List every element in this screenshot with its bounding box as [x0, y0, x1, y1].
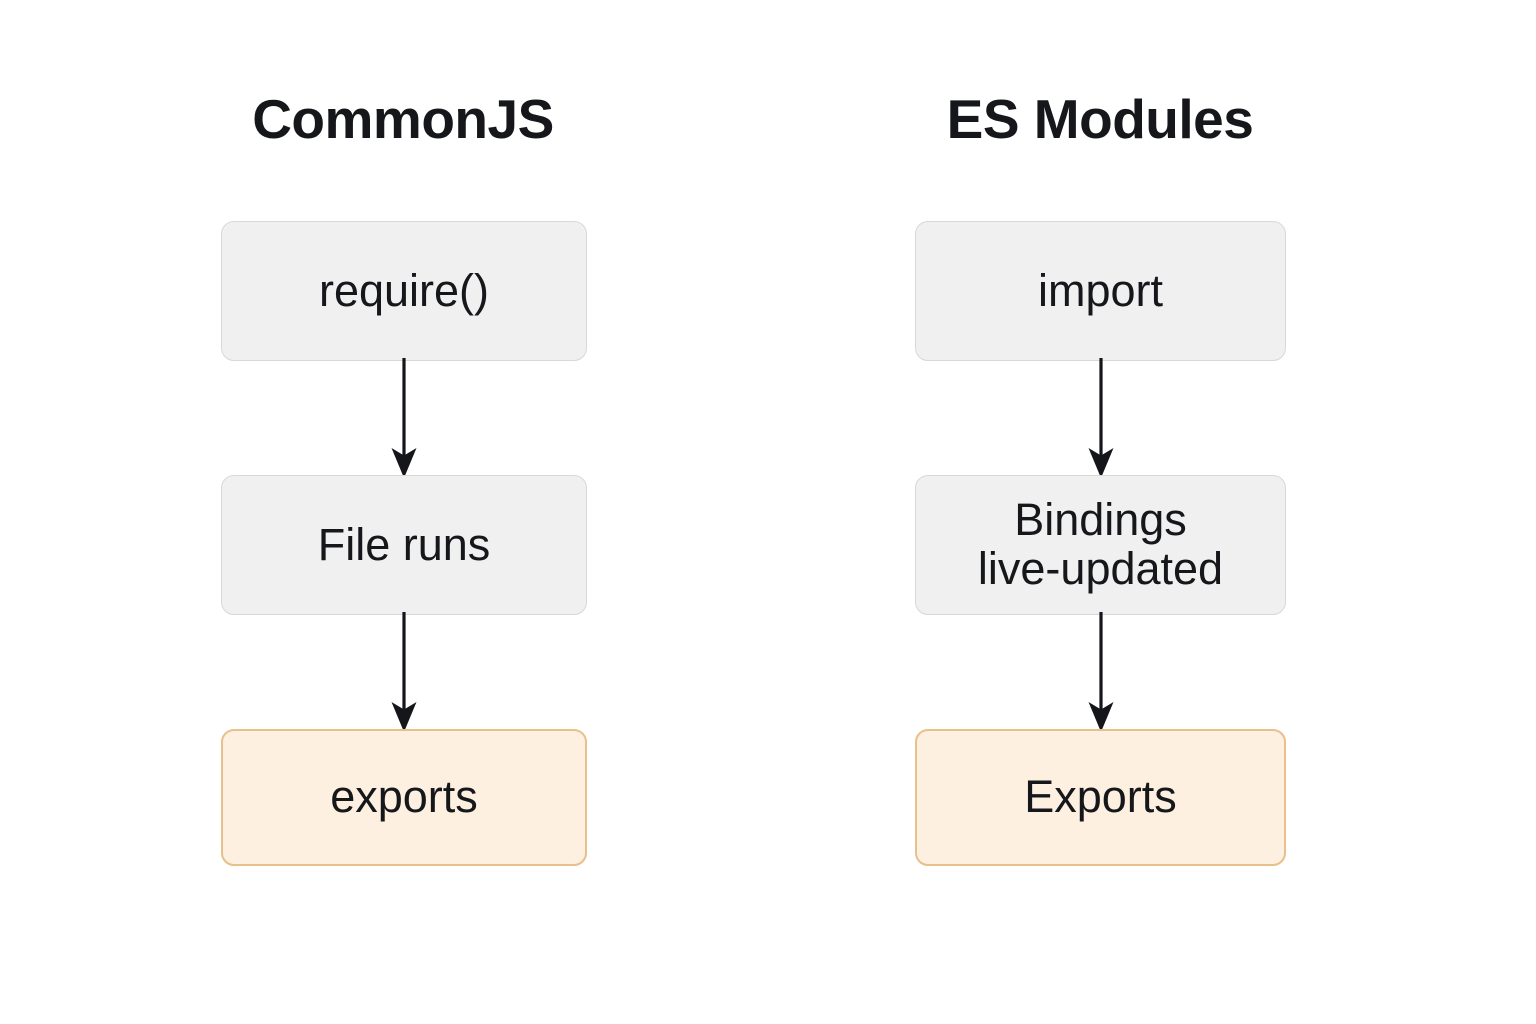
node-file-runs-label: File runs	[317, 518, 491, 570]
node-require[interactable]: require()	[221, 221, 587, 361]
arrow-require-to-file-runs	[391, 358, 417, 478]
node-bindings-live-updated-label: Bindings live-updated	[977, 494, 1224, 594]
node-exports-esmodules-label: Exports	[1024, 771, 1177, 823]
node-exports-commonjs-label: exports	[330, 771, 478, 823]
node-exports-commonjs[interactable]: exports	[221, 729, 587, 866]
column-title-esmodules: ES Modules	[946, 88, 1254, 150]
node-file-runs[interactable]: File runs	[221, 475, 587, 615]
arrow-import-to-bindings	[1088, 358, 1114, 478]
node-require-label: require()	[318, 264, 490, 316]
column-title-commonjs: CommonJS	[252, 88, 554, 150]
node-import[interactable]: import	[915, 221, 1286, 361]
node-import-label: import	[1037, 264, 1164, 316]
node-exports-esmodules[interactable]: Exports	[915, 729, 1286, 866]
node-bindings-live-updated[interactable]: Bindings live-updated	[915, 475, 1286, 615]
arrow-file-runs-to-exports	[391, 612, 417, 732]
arrow-bindings-to-exports	[1088, 612, 1114, 732]
